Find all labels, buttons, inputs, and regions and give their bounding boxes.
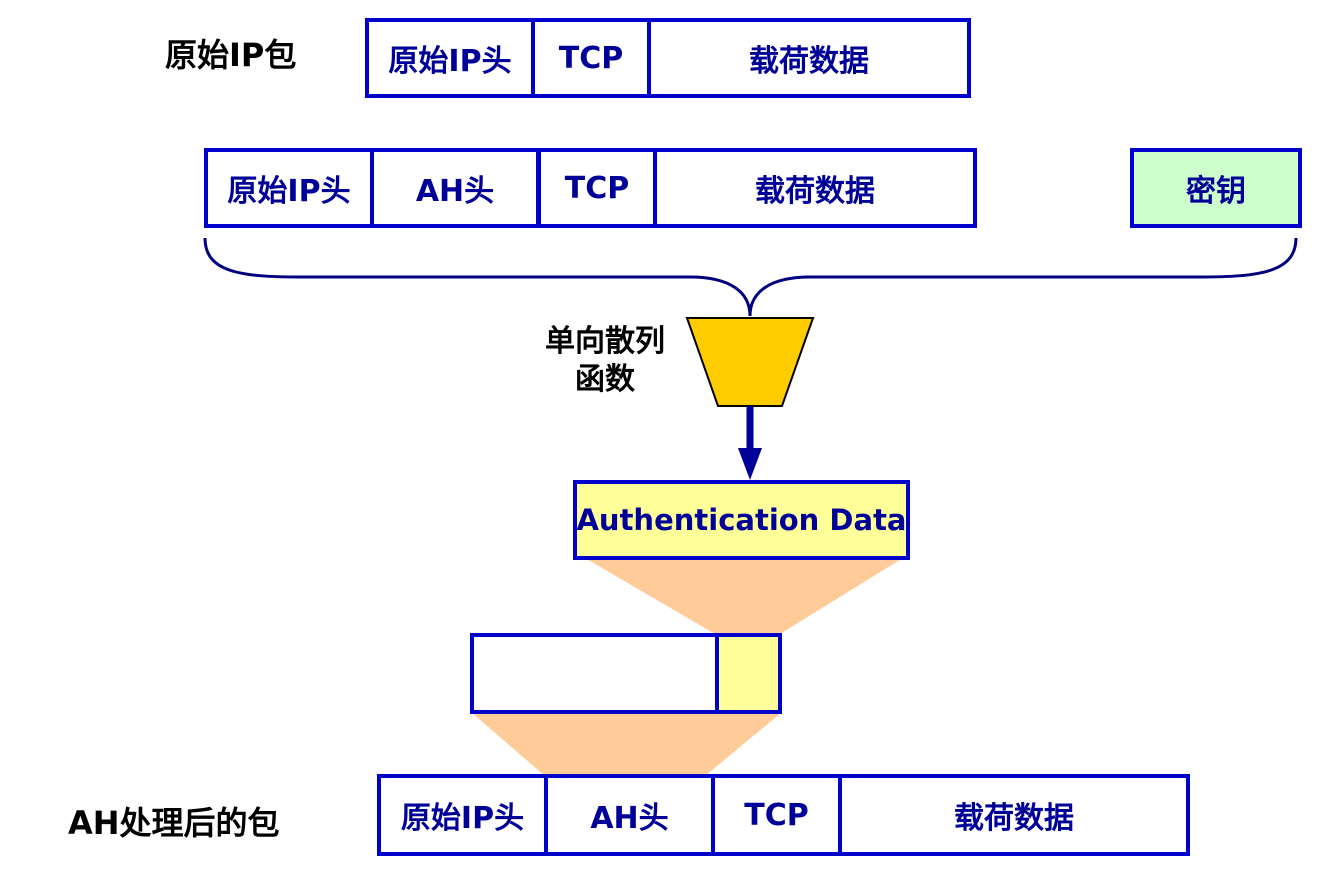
hash-function-line1: 单向散列 (545, 324, 665, 359)
ah-header-detail-box (470, 633, 719, 714)
arrow-down-icon (738, 448, 762, 480)
key-field: 密钥 (1130, 148, 1302, 228)
ah-auth-data-slot (715, 633, 782, 714)
result-packet-label: AH处理后的包 (68, 804, 280, 842)
input-payload-field: 载荷数据 (653, 148, 977, 228)
original-payload-field: 载荷数据 (647, 18, 971, 98)
input-ah-header-field: AH头 (370, 148, 540, 228)
result-payload-field: 载荷数据 (838, 774, 1190, 856)
result-tcp-field: TCP (711, 774, 842, 856)
input-ip-header-field: 原始IP头 (204, 148, 374, 228)
original-tcp-field: TCP (531, 18, 651, 98)
result-ah-header-field: AH头 (544, 774, 715, 856)
original-ip-header-field: 原始IP头 (365, 18, 535, 98)
authentication-data-box: Authentication Data (573, 480, 910, 560)
result-ip-header-field: 原始IP头 (377, 774, 548, 856)
brace-icon (203, 237, 1298, 317)
hash-funnel-icon (685, 317, 815, 407)
projection-ah-to-packet (472, 713, 781, 776)
input-tcp-field: TCP (537, 148, 657, 228)
hash-function-line2: 函数 (575, 362, 635, 397)
hash-function-label: 单向散列 函数 (530, 323, 680, 399)
projection-auth-to-ah (585, 558, 903, 634)
original-packet-label: 原始IP包 (165, 36, 297, 74)
